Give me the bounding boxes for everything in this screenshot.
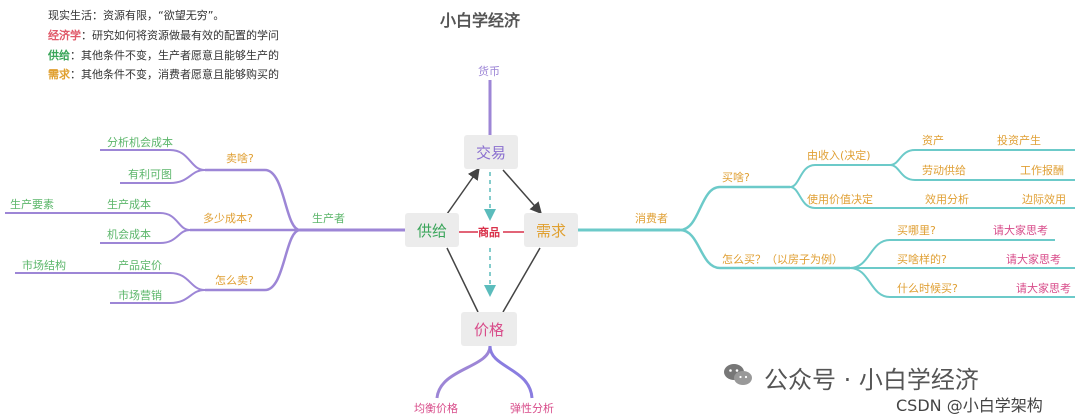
node-demand-label: 需求 [535, 221, 566, 240]
legend-reality: 现实生活：资源有限，“欲望无穷”。 [48, 7, 224, 23]
branch-profitable [120, 169, 206, 184]
node-price: 价格 [461, 312, 517, 346]
label-wage: 工作报酬 [1020, 163, 1064, 177]
label-what-to-sell: 卖啥? [226, 151, 254, 165]
watermark-line1: 公众号 · 小白学经济 [764, 366, 979, 394]
label-what-kind: 买啥样的? [897, 252, 947, 266]
label-think-3: 请大家思考 [1016, 281, 1071, 295]
label-product-pricing: 产品定价 [118, 258, 162, 272]
label-goods: 商品 [478, 225, 500, 239]
label-equilibrium-price: 均衡价格 [414, 401, 458, 415]
legend-supply-text: ：其他条件不变，生产者愿意且能够生产的 [70, 49, 279, 62]
label-think-1: 请大家思考 [993, 223, 1048, 237]
arrow-exchange-to-demand [502, 169, 542, 215]
label-assets: 资产 [922, 133, 944, 147]
label-elasticity: 弹性分析 [510, 401, 554, 415]
legend-economics-text: ：研究如何将资源做最有效的配置的学问 [81, 29, 279, 42]
branch-income [789, 164, 890, 188]
label-use-value: 使用价值决定 [807, 192, 873, 206]
label-production-cost: 生产成本 [107, 197, 151, 211]
watermark-line2: CSDN @小白学架构 [896, 396, 1043, 415]
branch-buy-what [679, 185, 790, 232]
label-how-to-buy: 怎么买？（以房子为例） [722, 252, 843, 266]
wechat-icon [724, 364, 752, 385]
line-demand-to-price [502, 247, 541, 313]
diagram-title: 小白学经济 [440, 11, 521, 30]
legend-demand-text: ：其他条件不变，消费者愿意且能够购买的 [70, 68, 279, 81]
label-opportunity-analysis: 分析机会成本 [107, 135, 173, 149]
legend-reality-text: 现实生活：资源有限，“欲望无穷”。 [48, 9, 225, 22]
label-production-factors: 生产要素 [10, 197, 54, 211]
node-exchange-label: 交易 [475, 143, 506, 162]
label-how-much-cost: 多少成本? [203, 211, 253, 225]
branch-opportunity-cost [100, 229, 191, 244]
legend-economics-key: 经济学 [48, 29, 81, 42]
label-how-to-sell: 怎么卖? [215, 273, 254, 287]
branch-how-to-buy [679, 228, 850, 270]
branch-when-to-buy [849, 267, 1075, 298]
label-labor: 劳动供给 [922, 163, 966, 177]
label-utility: 效用分析 [925, 192, 969, 206]
line-supply-to-price [446, 247, 479, 313]
label-consumer: 消费者 [635, 211, 668, 225]
node-supply-label: 供给 [416, 221, 447, 240]
label-profitable: 有利可图 [128, 167, 172, 181]
label-producer: 生产者 [312, 211, 345, 225]
node-supply: 供给 [405, 213, 459, 247]
branch-marketing [110, 289, 206, 304]
label-income: 由收入(决定) [807, 148, 871, 162]
label-when-to-buy: 什么时候买? [897, 281, 958, 295]
branch-use-value [789, 186, 1075, 209]
legend-economics: 经济学：研究如何将资源做最有效的配置的学问 [48, 27, 279, 43]
node-demand: 需求 [524, 213, 578, 247]
label-currency: 货币 [478, 64, 500, 78]
branch-equilibrium-price [435, 345, 492, 399]
branch-assets [889, 149, 1075, 166]
node-price-label: 价格 [473, 320, 504, 339]
branch-how-to-sell [205, 228, 301, 292]
label-marginal: 边际效用 [1022, 192, 1066, 206]
branch-elasticity [488, 345, 534, 399]
legend-demand-key: 需求 [48, 68, 70, 81]
branch-labor [889, 164, 1075, 181]
branch-product-pricing [110, 272, 206, 291]
watermark-icon [723, 362, 753, 388]
legend-demand: 需求：其他条件不变，消费者愿意且能够购买的 [48, 66, 279, 82]
label-opportunity-cost: 机会成本 [107, 227, 151, 241]
branch-opportunity-analysis [100, 149, 206, 171]
branch-production-cost [100, 212, 191, 231]
label-where-to-buy: 买哪里? [897, 224, 936, 237]
label-buy-what: 买啥? [722, 170, 750, 184]
branch-what-to-sell [205, 168, 301, 232]
label-market-structure: 市场结构 [22, 258, 66, 272]
arrow-supply-to-exchange [446, 167, 480, 215]
label-marketing: 市场营销 [118, 288, 162, 302]
node-exchange: 交易 [464, 135, 518, 169]
legend-supply-key: 供给 [48, 49, 70, 62]
label-think-2: 请大家思考 [1006, 252, 1061, 266]
label-investment: 投资产生 [997, 133, 1041, 147]
legend-supply: 供给：其他条件不变，生产者愿意且能够生产的 [48, 47, 279, 63]
